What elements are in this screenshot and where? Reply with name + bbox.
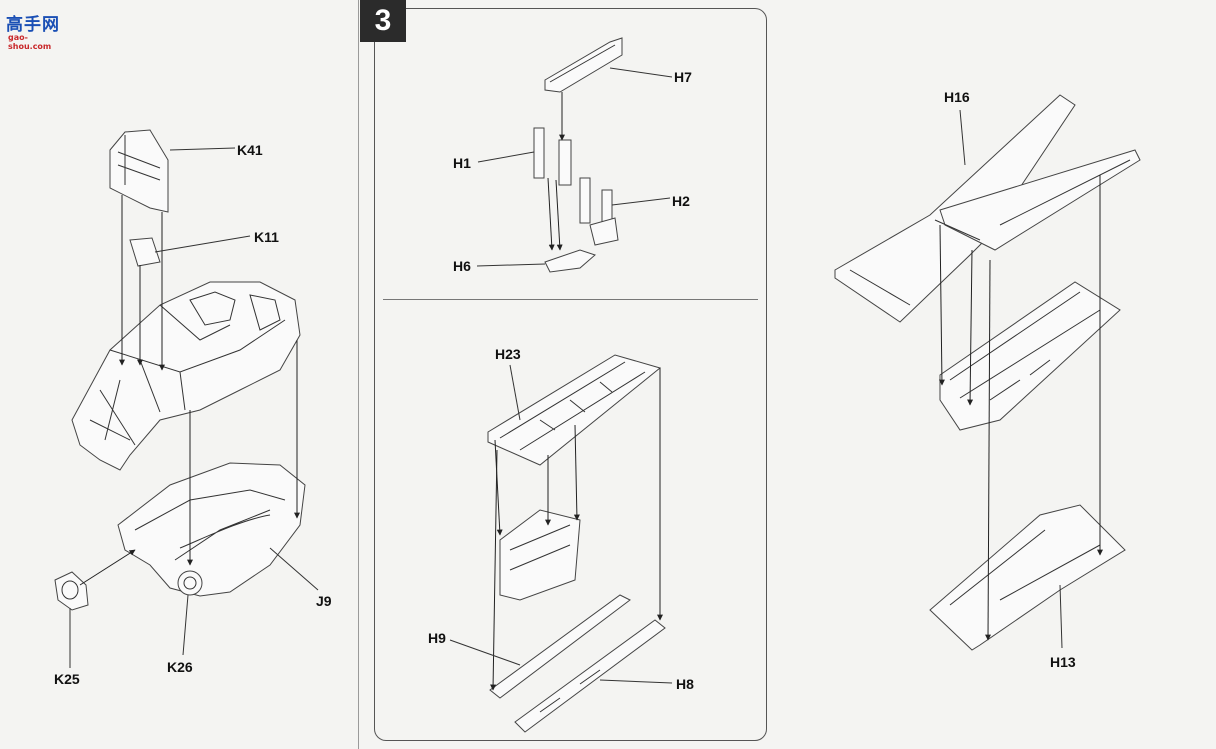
label-k41: K41 [237,142,263,158]
part-k41-panel [109,129,169,213]
step-number-badge: 3 [360,0,406,42]
logo-text: 高手网 [6,15,60,35]
part-h8-rod [514,619,666,733]
part-h7-rail [544,37,623,93]
label-k26: K26 [167,659,193,675]
part-j9-fairing [117,462,306,597]
part-h13-underbody [929,504,1126,651]
part-h23-inner [499,509,581,601]
part-h6-base [544,249,596,273]
label-h23: H23 [495,346,521,362]
label-k11: K11 [254,229,279,245]
label-h2: H2 [672,193,690,209]
part-k25-ring [54,571,89,611]
step-subdivider [383,299,758,300]
step-3-panel [374,8,767,741]
part-h23-frame [487,354,662,466]
label-h8: H8 [676,676,694,692]
label-k25: K25 [54,671,80,687]
label-h13: H13 [1050,654,1076,670]
part-h1-struts [533,127,572,186]
part-h2-struts [579,177,619,246]
label-h16: H16 [944,89,970,105]
part-h9-rod [489,594,631,699]
site-logo[interactable]: 高手网 gao-shou.com [2,6,68,51]
label-j9: J9 [316,593,332,609]
part-k26-ring [177,570,203,596]
label-h6: H6 [453,258,471,274]
part-k11-seat [129,237,161,267]
chassis-subframe [939,281,1121,431]
part-h16-frame [834,94,1141,323]
logo-url: gao-shou.com [8,33,52,51]
panel-divider-left [358,0,359,749]
label-h1: H1 [453,155,471,171]
label-h7: H7 [674,69,692,85]
label-h9: H9 [428,630,446,646]
cockpit-tub [71,281,301,471]
